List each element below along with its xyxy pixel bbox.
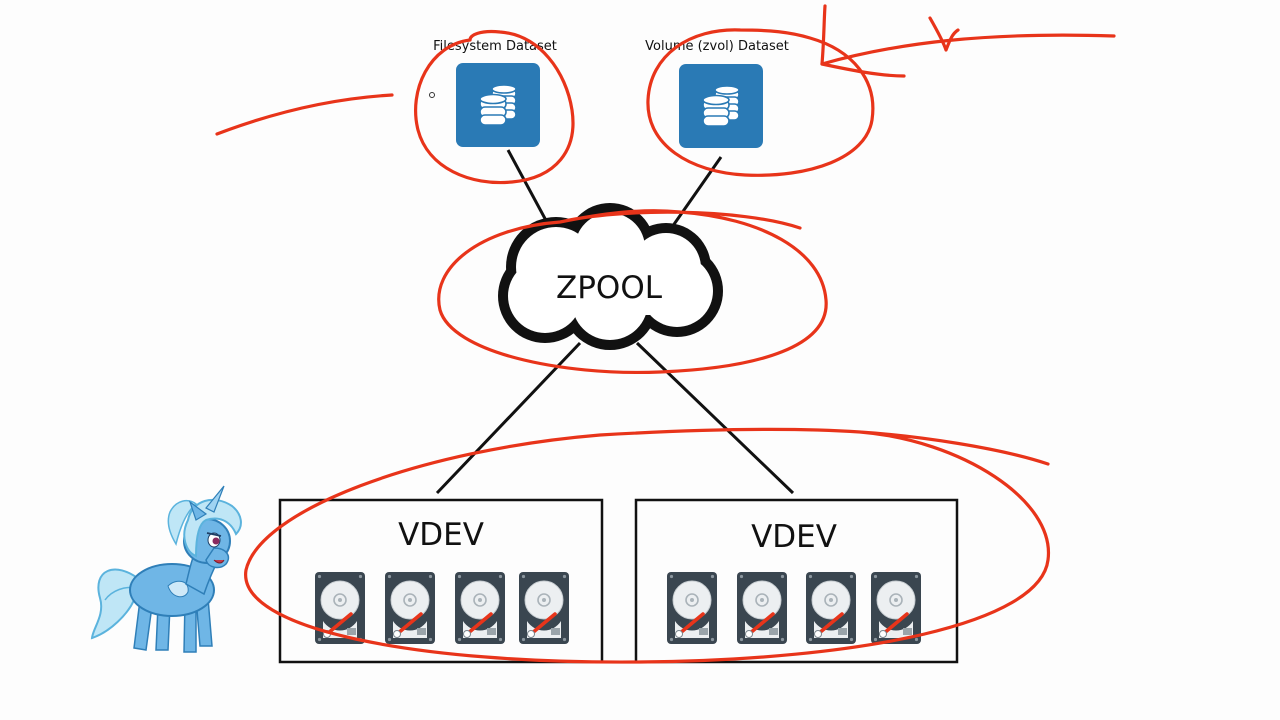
hard-disk-icon <box>871 572 921 644</box>
cloud-icon <box>498 203 723 350</box>
volume-dataset-label: Volume (zvol) Dataset <box>645 39 789 54</box>
vdev-left: VDEV <box>278 498 604 664</box>
annotation-circle-filesystem <box>414 29 575 185</box>
hard-disk-icon <box>455 572 505 644</box>
hard-disk-icon <box>519 572 569 644</box>
annotation-circle-zpool <box>437 209 828 375</box>
vdev-label: VDEV <box>398 517 484 553</box>
vdev-box <box>634 498 959 664</box>
annotation-arrow-shaft <box>820 33 1116 66</box>
filesystem-dataset: Filesystem Dataset <box>429 39 557 147</box>
filesystem-dataset-label: Filesystem Dataset <box>433 39 557 54</box>
annotation-stroke-filesystem <box>215 93 394 136</box>
zpool-label: ZPOOL <box>556 270 663 306</box>
database-icon <box>456 63 540 147</box>
vdev-box <box>278 498 604 664</box>
annotation-arrow-tick <box>928 16 960 52</box>
vdev-right: VDEV <box>634 498 959 664</box>
vdev-label: VDEV <box>751 519 837 555</box>
red-annotations <box>215 4 1116 664</box>
annotation-circle-vdevs <box>244 427 1050 664</box>
link-zpool-vdev-right <box>635 341 795 495</box>
database-icon <box>679 64 763 148</box>
hard-disk-icon <box>385 572 435 644</box>
link-filesystem-zpool <box>506 149 551 227</box>
hard-disk-icon <box>737 572 787 644</box>
link-volume-zpool <box>668 156 723 231</box>
annotation-circle-volume <box>646 28 875 177</box>
zpool-node: ZPOOL <box>498 203 723 350</box>
hard-disk-icon <box>315 572 365 644</box>
pony-mascot-icon <box>90 485 242 653</box>
hard-disk-icon <box>667 572 717 644</box>
hard-disk-icon <box>806 572 856 644</box>
annotation-arrow-head <box>820 4 906 78</box>
